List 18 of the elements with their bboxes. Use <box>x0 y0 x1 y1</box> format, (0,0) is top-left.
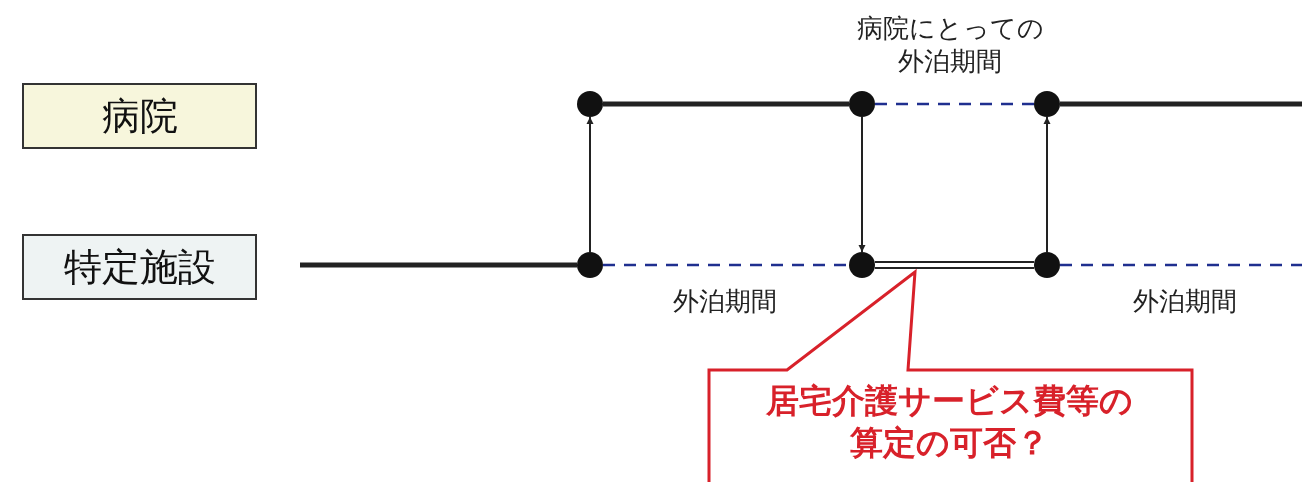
timeline-dot <box>849 252 875 278</box>
arrow <box>1043 116 1051 253</box>
timeline-dot <box>577 252 603 278</box>
arrow <box>858 116 866 253</box>
row-label: 特定施設 <box>22 234 257 300</box>
timeline-line <box>874 261 1035 269</box>
timeline-dot <box>1034 252 1060 278</box>
row-label: 病院 <box>22 83 257 149</box>
timeline-dot <box>1034 91 1060 117</box>
timeline-line <box>300 262 577 268</box>
timeline-line <box>1060 101 1302 107</box>
timeline-line <box>875 102 1034 106</box>
timeline-line <box>603 263 849 267</box>
timeline-line <box>1060 263 1302 267</box>
timeline-dot <box>849 91 875 117</box>
timeline-dot <box>577 91 603 117</box>
arrow <box>586 116 594 253</box>
timeline-line <box>603 101 849 107</box>
